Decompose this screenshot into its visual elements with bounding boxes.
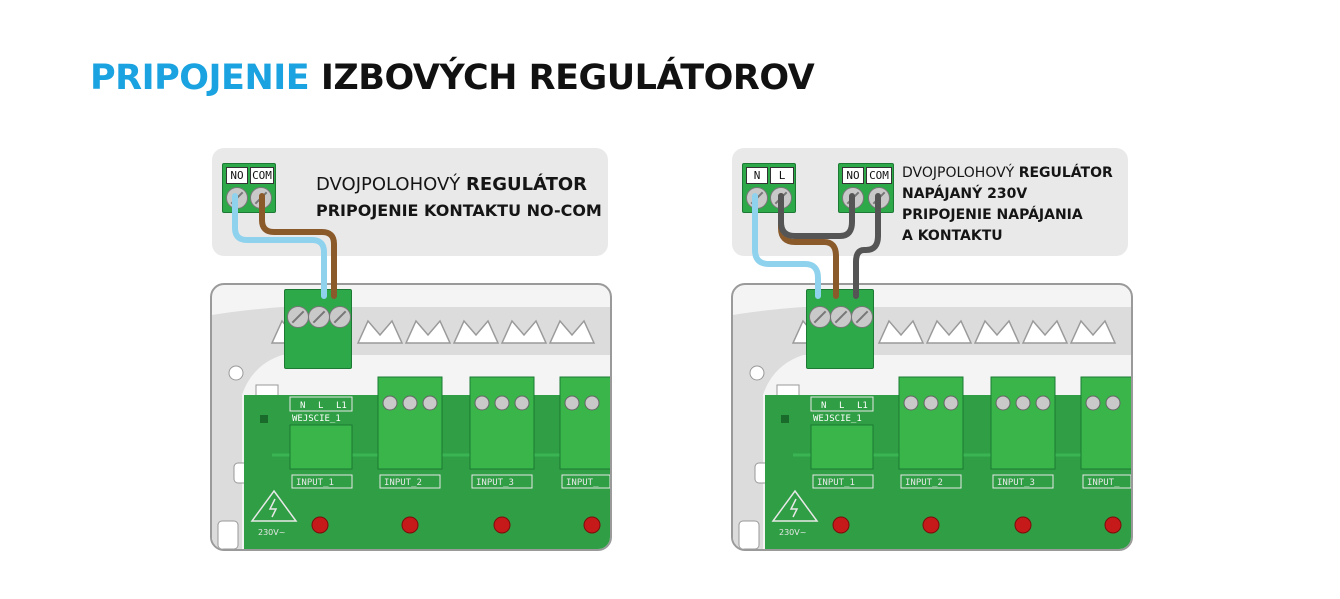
input-labels: INPUT_1 INPUT_2 INPUT_3 INPUT_ <box>812 474 1131 489</box>
right-board-drawing: N L L1 WEJSCIE_1 INPUT_1 INPUT_2 INPUT_3… <box>733 307 1131 549</box>
pin-label-n: N <box>821 401 826 411</box>
pin-label-n: N <box>300 401 305 411</box>
pin-label-strip: N L L1 WEJSCIE_1 <box>289 396 353 424</box>
left-board-drawing: N L L1 WEJSCIE_1 INPUT_1 INPUT_2 INPUT_3… <box>212 307 610 549</box>
right-no-com-terminal: NO COM <box>838 163 894 213</box>
terminal-label-no: NO <box>226 167 248 184</box>
input-terminal <box>377 376 610 470</box>
input-label-2: INPUT_2 <box>905 478 943 488</box>
input-label-2: INPUT_2 <box>384 478 422 488</box>
screw-icon <box>809 306 831 328</box>
wall-clip <box>217 520 239 549</box>
right-n-l-terminal: N L <box>742 163 796 213</box>
mount-hole <box>228 365 244 381</box>
right-caption-line4: A KONTAKTU <box>902 228 1003 244</box>
voltage-label: 230V~ <box>258 528 285 537</box>
left-controller-board: N L L1 WEJSCIE_1 INPUT_1 INPUT_2 INPUT_3… <box>210 283 612 551</box>
enclosure-wall <box>212 307 610 549</box>
left-plug-connector <box>284 289 352 369</box>
right-plug-connector <box>806 289 874 369</box>
mount-hole <box>749 365 765 381</box>
left-no-com-terminal: NO COM <box>222 163 276 213</box>
left-caption-line1: DVOJPOLOHOVÝ REGULÁTOR <box>316 174 588 195</box>
terminal-label-com: COM <box>866 167 892 184</box>
screw-icon <box>308 306 330 328</box>
terminal-screws <box>382 395 600 411</box>
terminal-label-l: L <box>770 167 794 184</box>
voltage-label: 230V~ <box>779 528 806 537</box>
pin-label-l: L <box>839 401 844 411</box>
wejscie-label: WEJSCIE_1 <box>813 414 862 424</box>
screw-icon <box>868 187 890 209</box>
screw-icon <box>250 187 272 209</box>
terminal-label-com: COM <box>250 167 274 184</box>
input-label-1: INPUT_1 <box>296 478 334 488</box>
input-label-1: INPUT_1 <box>817 478 855 488</box>
screw-icon <box>287 306 309 328</box>
led-indicator-icon <box>832 516 1122 534</box>
right-caption-line2: NAPÁJANÝ 230V <box>902 186 1028 202</box>
input-label-4: INPUT_ <box>566 478 599 488</box>
pin-label-l1: L1 <box>336 401 347 411</box>
right-caption-line3: PRIPOJENIE NAPÁJANIA <box>902 207 1083 223</box>
screw-icon <box>329 306 351 328</box>
title-rest: IZBOVÝCH REGULÁTOROV <box>320 58 815 98</box>
page-title: PRIPOJENIE IZBOVÝCH REGULÁTOROV <box>90 58 815 98</box>
left-caption-line2: PRIPOJENIE KONTAKTU NO-COM <box>316 201 602 220</box>
pin-label-strip: N L L1 WEJSCIE_1 <box>810 396 874 424</box>
terminal-label-n: N <box>746 167 768 184</box>
input-label-3: INPUT_3 <box>997 478 1035 488</box>
screw-icon <box>746 187 768 209</box>
pcb-hole <box>260 415 268 423</box>
high-voltage-warning-icon: 230V~ <box>250 489 298 537</box>
terminal-label-no: NO <box>842 167 864 184</box>
screw-icon <box>770 187 792 209</box>
screw-icon <box>842 187 864 209</box>
wall-clip <box>738 520 760 549</box>
terminal-screws <box>903 395 1121 411</box>
wejscie-socket <box>810 424 874 470</box>
input-label-4: INPUT_ <box>1087 478 1120 488</box>
input-label-3: INPUT_3 <box>476 478 514 488</box>
input-labels: INPUT_1 INPUT_2 INPUT_3 INPUT_ <box>291 474 610 489</box>
pin-label-l: L <box>318 401 323 411</box>
enclosure-wall <box>733 307 1131 549</box>
screw-icon <box>226 187 248 209</box>
high-voltage-warning-icon: 230V~ <box>771 489 819 537</box>
title-accent: PRIPOJENIE <box>90 58 310 98</box>
pin-label-l1: L1 <box>857 401 868 411</box>
right-caption-line1: DVOJPOLOHOVÝ REGULÁTOR <box>902 165 1113 181</box>
pcb-hole <box>781 415 789 423</box>
screw-icon <box>830 306 852 328</box>
led-indicator-icon <box>311 516 601 534</box>
wejscie-socket <box>289 424 353 470</box>
screw-icon <box>851 306 873 328</box>
wejscie-label: WEJSCIE_1 <box>292 414 341 424</box>
input-terminal <box>898 376 1131 470</box>
right-controller-board: N L L1 WEJSCIE_1 INPUT_1 INPUT_2 INPUT_3… <box>731 283 1133 551</box>
